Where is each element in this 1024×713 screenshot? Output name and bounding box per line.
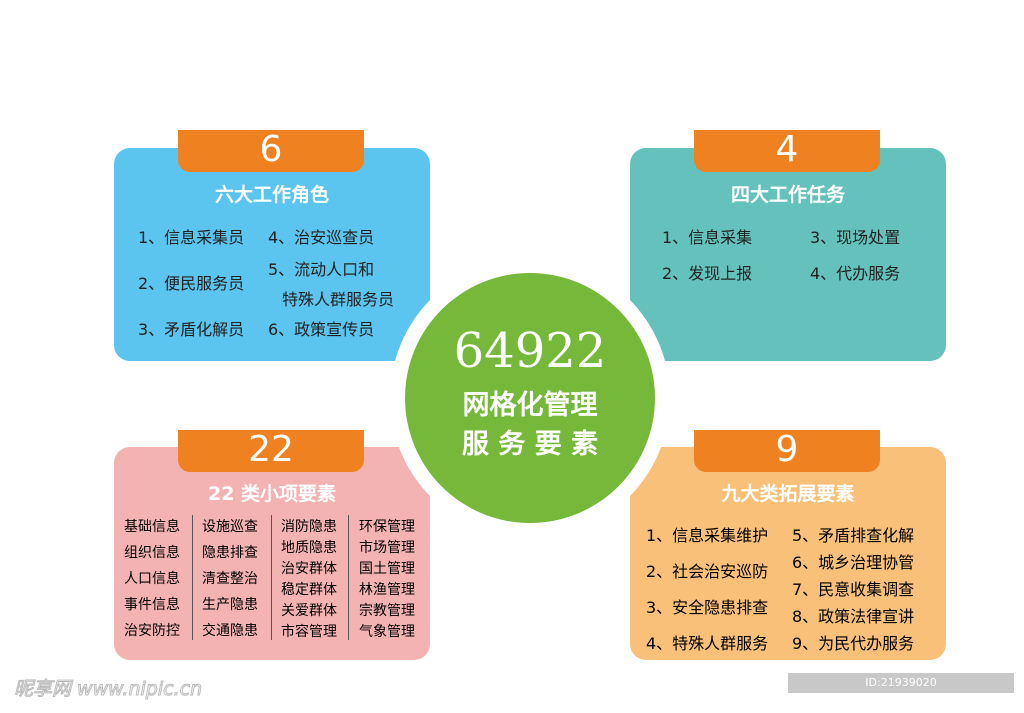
extended-item: 7、民意收集调查 bbox=[792, 580, 915, 599]
center-circle: 64922 网格化管理 服 务 要 素 bbox=[390, 258, 670, 538]
extended-item: 1、信息采集维护 bbox=[646, 526, 769, 545]
roles-count: 6 bbox=[178, 130, 364, 172]
task-item: 1、信息采集 bbox=[662, 228, 753, 247]
divider bbox=[348, 515, 349, 640]
extended-item: 8、政策法律宣讲 bbox=[792, 607, 915, 626]
element-item: 交通隐患 bbox=[202, 623, 258, 639]
extended-item: 3、安全隐患排查 bbox=[646, 598, 769, 617]
roles-panel: 六大工作角色 1、信息采集员 2、便民服务员 3、矛盾化解员 4、治安巡查员 5… bbox=[114, 148, 430, 361]
element-item: 消防隐患 bbox=[281, 519, 337, 535]
element-item: 生产隐患 bbox=[202, 597, 258, 613]
elements-panel: 22 类小项要素 bbox=[114, 447, 430, 660]
element-item: 清查整治 bbox=[202, 571, 258, 587]
role-item: 4、治安巡查员 bbox=[268, 228, 375, 247]
element-item: 稳定群体 bbox=[281, 582, 337, 598]
role-item: 2、便民服务员 bbox=[138, 274, 245, 293]
element-item: 地质隐患 bbox=[281, 540, 337, 556]
extended-item: 9、为民代办服务 bbox=[792, 634, 915, 653]
element-item: 市场管理 bbox=[359, 540, 415, 556]
role-item: 特殊人群服务员 bbox=[282, 290, 395, 309]
element-item: 基础信息 bbox=[124, 519, 180, 535]
task-item: 3、现场处置 bbox=[810, 228, 901, 247]
roles-title: 六大工作角色 bbox=[214, 184, 329, 206]
center-line1: 网格化管理 bbox=[462, 390, 598, 421]
role-item: 3、矛盾化解员 bbox=[138, 320, 245, 339]
elements-count: 22 bbox=[178, 430, 364, 472]
element-item: 市容管理 bbox=[281, 624, 337, 640]
element-item: 隐患排查 bbox=[202, 545, 258, 561]
element-item: 组织信息 bbox=[124, 545, 180, 561]
extended-item: 5、矛盾排查化解 bbox=[792, 526, 915, 545]
tasks-title: 四大工作任务 bbox=[730, 184, 845, 206]
center-line2: 服 务 要 素 bbox=[461, 429, 599, 460]
extended-title: 九大类拓展要素 bbox=[721, 483, 855, 505]
element-item: 事件信息 bbox=[124, 597, 180, 613]
element-item: 设施巡查 bbox=[202, 519, 258, 535]
task-item: 4、代办服务 bbox=[810, 264, 901, 283]
element-item: 人口信息 bbox=[124, 571, 180, 587]
divider bbox=[192, 515, 193, 640]
center-number: 64922 bbox=[453, 323, 607, 379]
element-item: 环保管理 bbox=[359, 519, 415, 535]
tasks-count: 4 bbox=[694, 130, 880, 172]
element-item: 治安防控 bbox=[124, 623, 180, 639]
watermark-logo: 昵享网 www.nipic.cn bbox=[13, 678, 203, 701]
role-item: 6、政策宣传员 bbox=[268, 320, 375, 339]
element-item: 治安群体 bbox=[281, 561, 337, 577]
role-item: 5、流动人口和 bbox=[268, 260, 375, 279]
role-item: 1、信息采集员 bbox=[138, 228, 245, 247]
watermark-id: ID:21939020 NO:20180217202205963158 bbox=[788, 673, 1014, 709]
extended-item: 2、社会治安巡防 bbox=[646, 562, 769, 581]
element-item: 国土管理 bbox=[359, 561, 415, 577]
elements-title: 22 类小项要素 bbox=[207, 483, 337, 505]
element-item: 关爱群体 bbox=[281, 603, 337, 619]
element-item: 宗教管理 bbox=[359, 603, 415, 619]
tasks-panel: 四大工作任务 1、信息采集 2、发现上报 3、现场处置 4、代办服务 bbox=[630, 148, 946, 361]
extended-item: 6、城乡治理协管 bbox=[792, 553, 915, 572]
extended-panel: 九大类拓展要素 bbox=[630, 447, 946, 660]
element-item: 林渔管理 bbox=[359, 582, 415, 598]
extended-item: 4、特殊人群服务 bbox=[646, 634, 769, 653]
element-item: 气象管理 bbox=[359, 624, 415, 640]
divider bbox=[271, 515, 272, 640]
extended-count: 9 bbox=[694, 430, 880, 472]
task-item: 2、发现上报 bbox=[662, 264, 753, 283]
